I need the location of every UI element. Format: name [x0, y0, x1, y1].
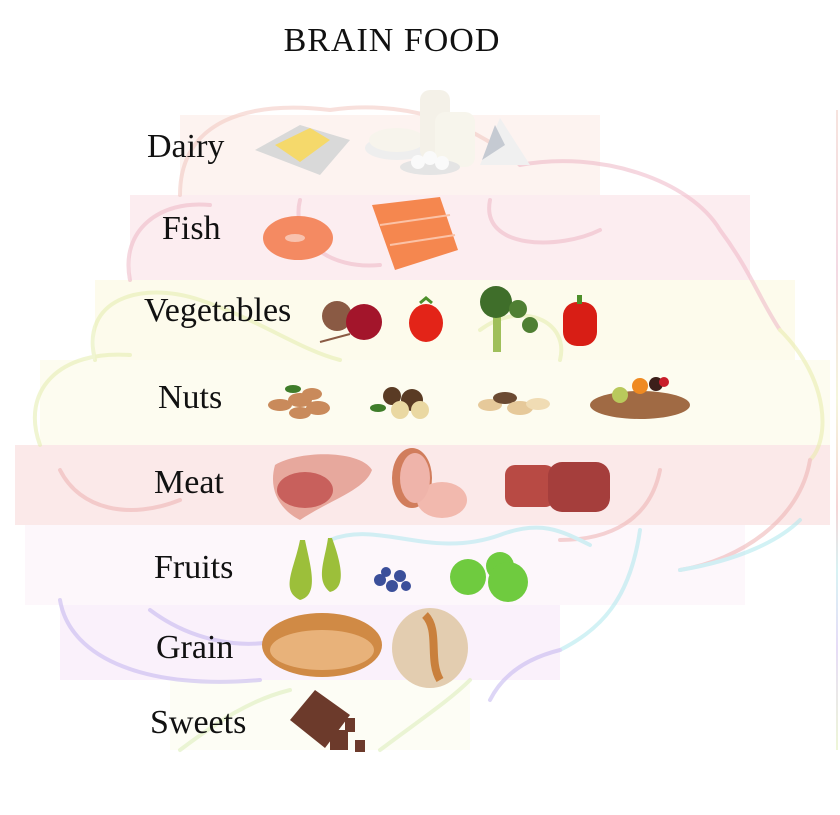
- milk-icon: [400, 90, 475, 175]
- beetroot-icon: [319, 301, 382, 343]
- broccoli-icon: [480, 286, 538, 352]
- beef-icon: [505, 462, 610, 512]
- pear-icon: [289, 538, 341, 600]
- category-label-dairy: Dairy: [147, 128, 225, 165]
- category-label-meat: Meat: [154, 464, 224, 501]
- cottage-cheese-icon: [365, 128, 429, 160]
- category-label-sweets: Sweets: [150, 704, 247, 741]
- category-label-fruits: Fruits: [154, 549, 234, 586]
- mixed-nuts-icon: [590, 377, 690, 419]
- salmon-steak-icon: [263, 216, 333, 260]
- category-label-grain: Grain: [156, 629, 234, 666]
- bell-pepper-icon: [563, 295, 597, 346]
- round-bread-icon: [392, 608, 468, 688]
- bread-loaf-icon: [262, 613, 382, 677]
- butter-icon: [255, 125, 350, 175]
- ham-icon: [392, 448, 467, 518]
- right-edge-line: [836, 110, 838, 750]
- blueberries-icon: [374, 567, 411, 592]
- page-title: BRAIN FOOD: [283, 22, 501, 59]
- almonds-icon: [268, 385, 330, 419]
- cheese-icon: [480, 118, 530, 165]
- macadamia-icon: [370, 387, 429, 419]
- tomato-icon: [409, 296, 443, 342]
- category-label-nuts: Nuts: [158, 379, 223, 416]
- green-apples-icon: [450, 552, 528, 602]
- chocolate-icon: [290, 690, 365, 752]
- pork-chop-icon: [272, 454, 372, 520]
- brazil-nuts-icon: [478, 392, 550, 415]
- category-label-vegetables: Vegetables: [144, 292, 292, 329]
- category-label-fish: Fish: [162, 210, 221, 247]
- salmon-fillet-icon: [372, 197, 458, 270]
